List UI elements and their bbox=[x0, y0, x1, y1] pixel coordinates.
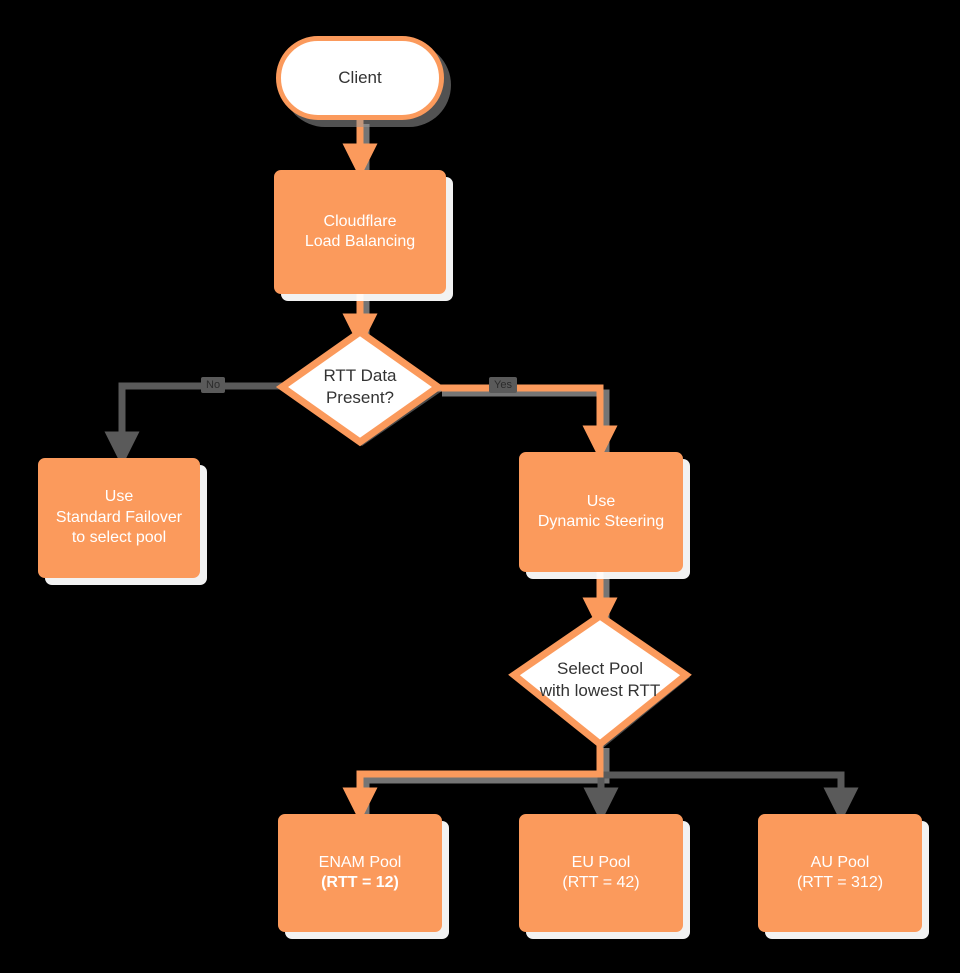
node-standard-failover-line2: Standard Failover bbox=[55, 508, 183, 526]
node-select-pool[interactable]: Select Pool with lowest RTT bbox=[514, 616, 686, 744]
node-standard-failover[interactable]: Use Standard Failover to select pool bbox=[38, 458, 200, 578]
node-load-balancing-line1: Cloudflare bbox=[323, 212, 397, 230]
node-standard-failover-line1: Use bbox=[104, 488, 134, 506]
node-au-pool-line1: AU Pool bbox=[810, 853, 870, 871]
node-load-balancing-line2: Load Balancing bbox=[304, 233, 416, 250]
edge-rtt-dynamic-steering bbox=[436, 384, 618, 461]
node-eu-pool[interactable]: EU Pool (RTT = 42) bbox=[519, 814, 683, 932]
node-rtt-decision-line2: Present? bbox=[325, 388, 395, 407]
edge-label-no: No bbox=[201, 377, 226, 394]
edge-select-enam bbox=[342, 742, 604, 823]
node-standard-failover-line3: to select pool bbox=[71, 529, 167, 547]
node-eu-pool-line2: (RTT = 42) bbox=[562, 874, 640, 891]
node-select-pool-line2: with lowest RTT bbox=[539, 681, 661, 700]
rtt-decision-shape bbox=[275, 327, 445, 447]
node-enam-pool-line2: (RTT = 12) bbox=[321, 874, 399, 891]
node-rtt-decision-line1: RTT Data bbox=[323, 365, 397, 385]
edge-shadow-rtt-dynamic bbox=[442, 389, 610, 456]
node-enam-pool[interactable]: ENAM Pool (RTT = 12) bbox=[278, 814, 442, 932]
node-rtt-decision[interactable]: RTT Data Present? bbox=[282, 332, 438, 442]
edge-select-au bbox=[601, 771, 859, 823]
node-dynamic-steering-line2: Dynamic Steering bbox=[537, 513, 665, 530]
edge-rtt-standard-failover bbox=[104, 382, 284, 467]
edge-shadow-select-enam bbox=[362, 748, 610, 818]
select-pool-shape bbox=[508, 611, 692, 749]
node-au-pool-line2: (RTT = 312) bbox=[796, 874, 884, 891]
node-dynamic-steering[interactable]: Use Dynamic Steering bbox=[519, 452, 683, 572]
node-eu-pool-line1: EU Pool bbox=[571, 853, 631, 871]
node-select-pool-line1: Select Pool bbox=[556, 658, 643, 678]
node-load-balancing[interactable]: Cloudflare Load Balancing bbox=[274, 170, 446, 294]
edge-label-yes: Yes bbox=[489, 377, 517, 394]
node-client[interactable]: Client bbox=[276, 36, 444, 120]
node-dynamic-steering-line1: Use bbox=[586, 492, 616, 510]
node-enam-pool-line1: ENAM Pool bbox=[318, 853, 402, 871]
node-client-label: Client bbox=[338, 68, 382, 88]
node-au-pool[interactable]: AU Pool (RTT = 312) bbox=[758, 814, 922, 932]
